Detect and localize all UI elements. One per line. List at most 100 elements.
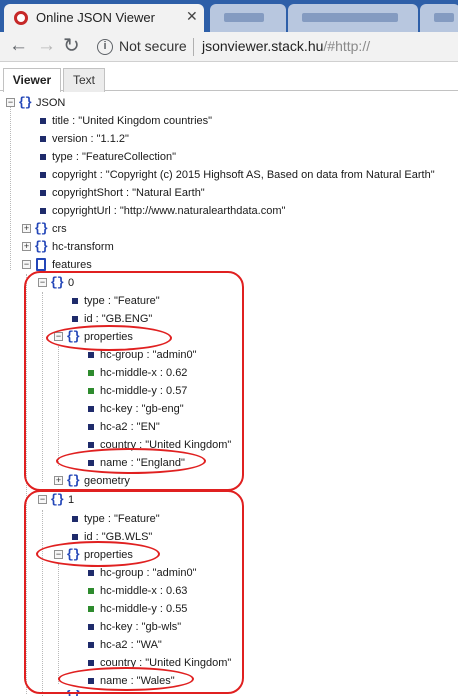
address-bar[interactable]: jsonviewer.stack.hu/#http://	[202, 38, 370, 54]
expand-toggle-icon[interactable]: +	[22, 223, 31, 233]
node-label: hc-transform	[52, 241, 114, 253]
tree-leaf[interactable]: hc-a2 : "WA"	[0, 637, 300, 655]
tree-leaf[interactable]: type : "Feature"	[0, 293, 300, 311]
browser-tab-active[interactable]: Online JSON Viewer ✕	[4, 4, 204, 32]
tree-leaf[interactable]: hc-group : "admin0"	[0, 565, 300, 583]
leaf-label: hc-middle-x : 0.63	[100, 585, 188, 597]
string-value-icon	[72, 316, 78, 322]
collapse-toggle-icon[interactable]: −	[54, 331, 63, 341]
tree-leaf[interactable]: hc-key : "gb-eng"	[0, 401, 300, 419]
tree-leaf[interactable]: name : "England"	[0, 455, 300, 473]
tree-node-geometry[interactable]: + {} geometry	[0, 473, 200, 491]
tree-leaf[interactable]: hc-middle-x : 0.63	[0, 583, 300, 601]
blurred-tab-title	[434, 13, 454, 22]
node-label: features	[52, 259, 92, 271]
leaf-label: copyright : "Copyright (c) 2015 Highsoft…	[52, 169, 435, 181]
tree-leaf[interactable]: type : "Feature"	[0, 511, 300, 529]
back-arrow-icon[interactable]: ←	[9, 35, 28, 56]
string-value-icon	[40, 190, 46, 196]
collapse-toggle-icon[interactable]: −	[38, 277, 47, 287]
leaf-label: id : "GB.WLS"	[84, 531, 153, 543]
string-value-icon	[88, 642, 94, 648]
collapse-toggle-icon[interactable]: −	[22, 259, 31, 269]
string-value-icon	[88, 424, 94, 430]
object-brace-icon: {}	[66, 473, 81, 488]
tree-node-feature-0[interactable]: − {} 0	[0, 275, 200, 293]
string-value-icon	[40, 136, 46, 142]
tree-leaf[interactable]: country : "United Kingdom"	[0, 655, 300, 673]
tree-leaf[interactable]: copyrightUrl : "http://www.naturalearthd…	[0, 203, 450, 221]
tree-node-hc-transform[interactable]: + {} hc-transform	[0, 239, 200, 257]
tree-leaf[interactable]: id : "GB.WLS"	[0, 529, 300, 547]
tree-leaf[interactable]: id : "GB.ENG"	[0, 311, 300, 329]
string-value-icon	[40, 118, 46, 124]
leaf-label: name : "Wales"	[100, 675, 175, 687]
tree-node-properties[interactable]: − {} properties	[0, 329, 200, 347]
tree-leaf[interactable]: copyright : "Copyright (c) 2015 Highsoft…	[0, 167, 458, 185]
reload-icon[interactable]: ↻	[63, 35, 80, 57]
tree-leaf[interactable]: type : "FeatureCollection"	[0, 149, 450, 167]
node-label: geometry	[84, 475, 130, 487]
leaf-label: hc-key : "gb-eng"	[100, 403, 184, 415]
tree-leaf[interactable]: hc-middle-x : 0.62	[0, 365, 300, 383]
tree-node-crs[interactable]: + {} crs	[0, 221, 200, 239]
leaf-label: hc-key : "gb-wls"	[100, 621, 182, 633]
security-label[interactable]: Not secure	[119, 38, 187, 54]
tree-guide-line	[42, 510, 43, 696]
tree-node-properties[interactable]: − {} properties	[0, 547, 200, 565]
info-icon[interactable]: i	[97, 39, 113, 55]
string-value-icon	[40, 154, 46, 160]
leaf-label: hc-group : "admin0"	[100, 567, 197, 579]
string-value-icon	[40, 208, 46, 214]
number-value-icon	[88, 606, 94, 612]
object-brace-icon: {}	[66, 329, 81, 344]
object-brace-icon: {}	[66, 547, 81, 562]
tree-leaf[interactable]: country : "United Kingdom"	[0, 437, 300, 455]
leaf-label: copyrightUrl : "http://www.naturalearthd…	[52, 205, 286, 217]
tree-leaf[interactable]: title : "United Kingdom countries"	[0, 113, 450, 131]
leaf-label: type : "Feature"	[84, 513, 160, 525]
collapse-toggle-icon[interactable]: −	[38, 494, 47, 504]
tree-leaf[interactable]: hc-middle-y : 0.55	[0, 601, 300, 619]
tree-leaf[interactable]: hc-key : "gb-wls"	[0, 619, 300, 637]
collapse-toggle-icon[interactable]: −	[6, 97, 15, 107]
leaf-label: hc-middle-y : 0.57	[100, 385, 188, 397]
tree-node-root[interactable]: − {} JSON	[0, 95, 300, 113]
leaf-label: hc-group : "admin0"	[100, 349, 197, 361]
browser-tab-background[interactable]	[210, 4, 286, 32]
string-value-icon	[72, 298, 78, 304]
string-value-icon	[72, 534, 78, 540]
close-tab-icon[interactable]: ✕	[186, 8, 198, 24]
node-label: crs	[52, 223, 67, 235]
node-label: properties	[84, 331, 133, 343]
leaf-label: type : "Feature"	[84, 295, 160, 307]
tree-node-feature-1[interactable]: − {} 1	[0, 492, 200, 510]
expand-toggle-icon[interactable]: +	[54, 475, 63, 485]
tab-title: Online JSON Viewer	[36, 10, 155, 25]
tree-leaf[interactable]: name : "Wales"	[0, 673, 300, 691]
browser-tab-background[interactable]	[288, 4, 418, 32]
string-value-icon	[88, 352, 94, 358]
tree-leaf[interactable]: copyrightShort : "Natural Earth"	[0, 185, 450, 203]
browser-tab-background[interactable]	[420, 4, 458, 32]
object-brace-icon: {}	[66, 690, 81, 696]
collapse-toggle-icon[interactable]: −	[54, 549, 63, 559]
tree-leaf[interactable]: hc-middle-y : 0.57	[0, 383, 300, 401]
leaf-label: copyrightShort : "Natural Earth"	[52, 187, 205, 199]
expand-toggle-icon[interactable]: +	[22, 241, 31, 251]
leaf-label: id : "GB.ENG"	[84, 313, 153, 325]
address-divider	[193, 38, 194, 56]
forward-arrow-icon[interactable]: →	[37, 35, 56, 56]
tree-leaf[interactable]: hc-group : "admin0"	[0, 347, 300, 365]
tree-leaf[interactable]: hc-a2 : "EN"	[0, 419, 300, 437]
tab-text[interactable]: Text	[63, 68, 105, 92]
tab-viewer[interactable]: Viewer	[3, 68, 61, 92]
leaf-label: name : "England"	[100, 457, 185, 469]
string-value-icon	[88, 624, 94, 630]
leaf-label: hc-middle-y : 0.55	[100, 603, 188, 615]
tree-node-features[interactable]: − features	[0, 257, 200, 275]
tree-leaf[interactable]: version : "1.1.2"	[0, 131, 450, 149]
tree-guide-line	[42, 292, 43, 482]
tree-node-geometry-partial[interactable]: {}	[0, 690, 120, 696]
string-value-icon	[88, 442, 94, 448]
